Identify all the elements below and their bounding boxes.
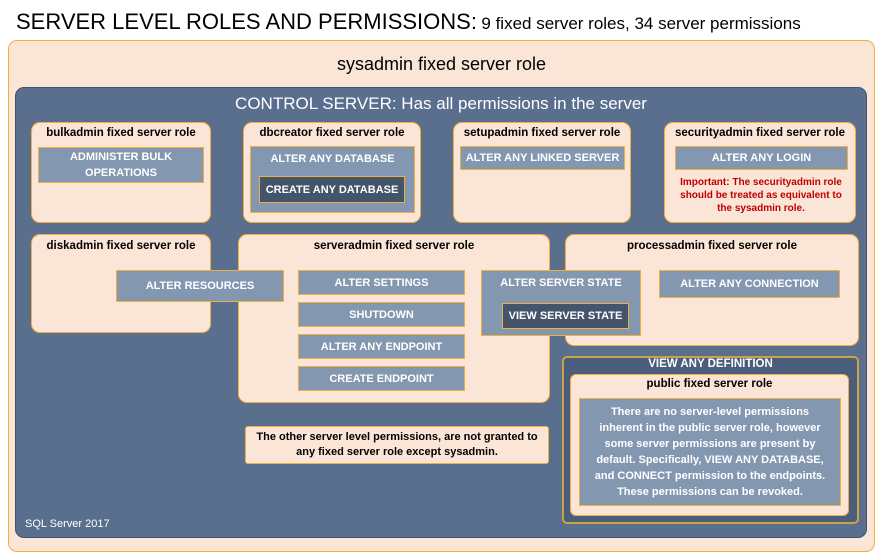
heading-main: SERVER LEVEL ROLES AND PERMISSIONS: xyxy=(16,9,477,34)
control-server-title: CONTROL SERVER: Has all permissions in t… xyxy=(235,94,647,113)
dbcreator-role-title: dbcreator fixed server role xyxy=(259,127,405,139)
setupadmin-role-box xyxy=(453,122,631,223)
securityadmin-role-title: securityadmin fixed server role xyxy=(674,127,846,139)
perm-alter-any-linked-server: ALTER ANY LINKED SERVER xyxy=(460,146,625,170)
perm-alter-any-login: ALTER ANY LOGIN xyxy=(675,146,848,170)
perm-alter-server-state-label: ALTER SERVER STATE xyxy=(500,277,622,289)
perm-alter-any-endpoint: ALTER ANY ENDPOINT xyxy=(298,334,465,359)
securityadmin-role-box xyxy=(664,122,856,223)
serveradmin-role-title: serveradmin fixed server role xyxy=(313,240,475,252)
perm-view-server-state: VIEW SERVER STATE xyxy=(502,303,629,329)
perm-create-any-database: CREATE ANY DATABASE xyxy=(259,176,405,203)
other-permissions-note: The other server level permissions, are … xyxy=(245,426,549,464)
public-role-title: public fixed server role xyxy=(646,378,773,390)
perm-alter-resources: ALTER RESOURCES xyxy=(116,270,284,302)
public-role-description: There are no server-level permissions in… xyxy=(594,406,826,498)
perm-alter-any-connection: ALTER ANY CONNECTION xyxy=(659,270,840,298)
public-role-description-box xyxy=(579,398,841,506)
securityadmin-warning: Important: The securityadmin role should… xyxy=(680,177,842,214)
setupadmin-role-title: setupadmin fixed server role xyxy=(463,127,621,139)
perm-shutdown: SHUTDOWN xyxy=(298,302,465,327)
sql-server-version: SQL Server 2017 xyxy=(25,518,110,530)
diskadmin-role-title: diskadmin fixed server role xyxy=(46,240,196,252)
perm-alter-any-database-label: ALTER ANY DATABASE xyxy=(270,153,395,165)
perm-alter-settings: ALTER SETTINGS xyxy=(298,270,465,295)
view-any-definition-title: VIEW ANY DEFINITION xyxy=(648,358,773,370)
heading-sub: 9 fixed server roles, 34 server permissi… xyxy=(481,14,801,33)
sysadmin-role-title: sysadmin fixed server role xyxy=(336,54,547,74)
processadmin-role-title: processadmin fixed server role xyxy=(626,240,798,252)
perm-create-endpoint: CREATE ENDPOINT xyxy=(298,366,465,391)
bulkadmin-role-title: bulkadmin fixed server role xyxy=(46,127,196,139)
page-heading: SERVER LEVEL ROLES AND PERMISSIONS: 9 fi… xyxy=(16,9,801,35)
perm-administer-bulk-operations: ADMINISTER BULK OPERATIONS xyxy=(38,147,204,183)
